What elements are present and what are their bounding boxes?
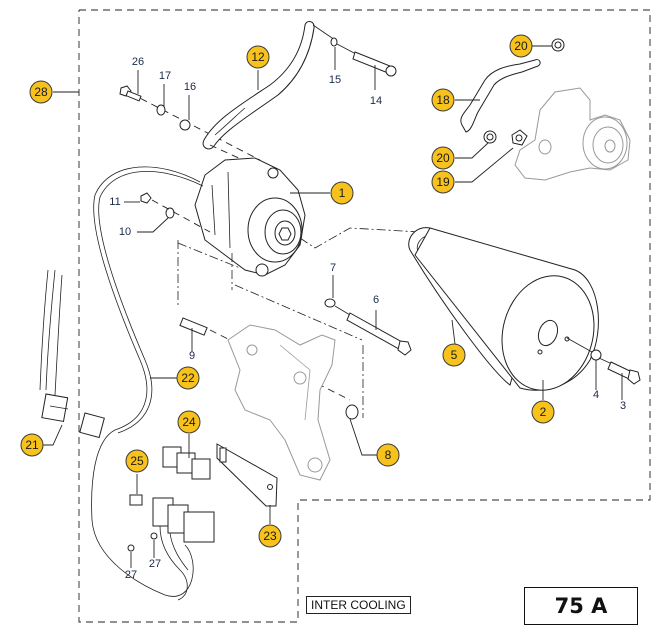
page-reference: 75 A	[524, 587, 638, 625]
svg-text:24: 24	[182, 415, 196, 429]
bracket-12	[202, 21, 315, 150]
label-14: 15	[329, 74, 341, 86]
svg-text:1: 1	[339, 186, 346, 200]
svg-text:19: 19	[436, 175, 450, 189]
svg-text:23: 23	[263, 529, 277, 543]
label-27: 27	[149, 558, 161, 570]
svg-text:8: 8	[385, 448, 392, 462]
svg-text:20: 20	[514, 39, 528, 53]
callout-20-lower[interactable]: 20	[431, 146, 455, 170]
clamp-20-lower	[483, 130, 497, 144]
svg-text:28: 28	[34, 85, 48, 99]
bolt-6	[346, 312, 412, 356]
callout-5[interactable]: 5	[442, 343, 466, 367]
label-26: 27	[125, 569, 137, 581]
relays-24	[162, 446, 211, 480]
connector-21	[39, 269, 69, 423]
sensor-19	[511, 129, 528, 146]
callout-12[interactable]: 12	[246, 45, 270, 69]
svg-text:20: 20	[436, 151, 450, 165]
washer-16	[156, 104, 166, 116]
callout-23[interactable]: 23	[258, 524, 282, 548]
fuse-25	[129, 494, 143, 506]
label-6: 6	[373, 294, 379, 306]
bolt-3	[607, 361, 641, 385]
bolt-13	[352, 51, 397, 77]
centerline-17	[129, 92, 261, 161]
assembly-boundary	[78, 9, 651, 623]
label-15: 16	[184, 81, 196, 93]
callout-1[interactable]: 1	[330, 181, 354, 205]
alternator-1	[194, 157, 306, 277]
label-13: 14	[370, 95, 382, 107]
callout-28[interactable]: 28	[29, 80, 53, 104]
svg-text:18: 18	[436, 93, 450, 107]
bracket-23	[216, 443, 278, 507]
water-pump	[514, 87, 631, 181]
washer-8	[345, 404, 359, 420]
alternator-mount	[227, 324, 336, 481]
label-9: 9	[189, 350, 195, 362]
svg-text:21: 21	[25, 438, 39, 452]
svg-text:25: 25	[130, 454, 144, 468]
nut-27	[150, 532, 158, 540]
nut-14	[330, 37, 338, 47]
label-10: 10	[119, 226, 131, 238]
callout-8[interactable]: 8	[376, 443, 400, 467]
callout-22[interactable]: 22	[176, 366, 200, 390]
callout-2[interactable]: 2	[531, 400, 555, 424]
nut-11	[140, 192, 152, 204]
callout-18[interactable]: 18	[431, 88, 455, 112]
callout-24[interactable]: 24	[177, 410, 201, 434]
hose-18	[460, 59, 541, 133]
relay-sockets	[152, 497, 215, 601]
label-7: 7	[330, 262, 336, 274]
callout-25[interactable]: 25	[125, 449, 149, 473]
section-label: INTER COOLING	[306, 596, 411, 614]
label-4: 4	[593, 389, 599, 401]
spacer-9	[179, 317, 208, 336]
label-17: 26	[132, 56, 144, 68]
label-16: 17	[159, 70, 171, 82]
pulley-2	[414, 227, 599, 391]
washer-7	[324, 298, 336, 308]
svg-text:22: 22	[181, 371, 195, 385]
label-3: 3	[620, 400, 626, 412]
svg-text:2: 2	[540, 405, 547, 419]
label-11: 11	[109, 196, 120, 208]
callout-19[interactable]: 19	[431, 170, 455, 194]
harness-connector	[79, 412, 105, 439]
clamp-20-upper	[551, 38, 565, 52]
bolt-17	[119, 85, 142, 102]
screw-26	[127, 544, 135, 552]
callout-21[interactable]: 21	[20, 433, 44, 457]
harness-22	[91, 166, 201, 597]
washer-10	[165, 207, 175, 219]
washer-15	[179, 119, 191, 131]
callout-20-upper[interactable]: 20	[509, 34, 533, 58]
svg-text:5: 5	[451, 348, 458, 362]
svg-text:12: 12	[251, 50, 265, 64]
